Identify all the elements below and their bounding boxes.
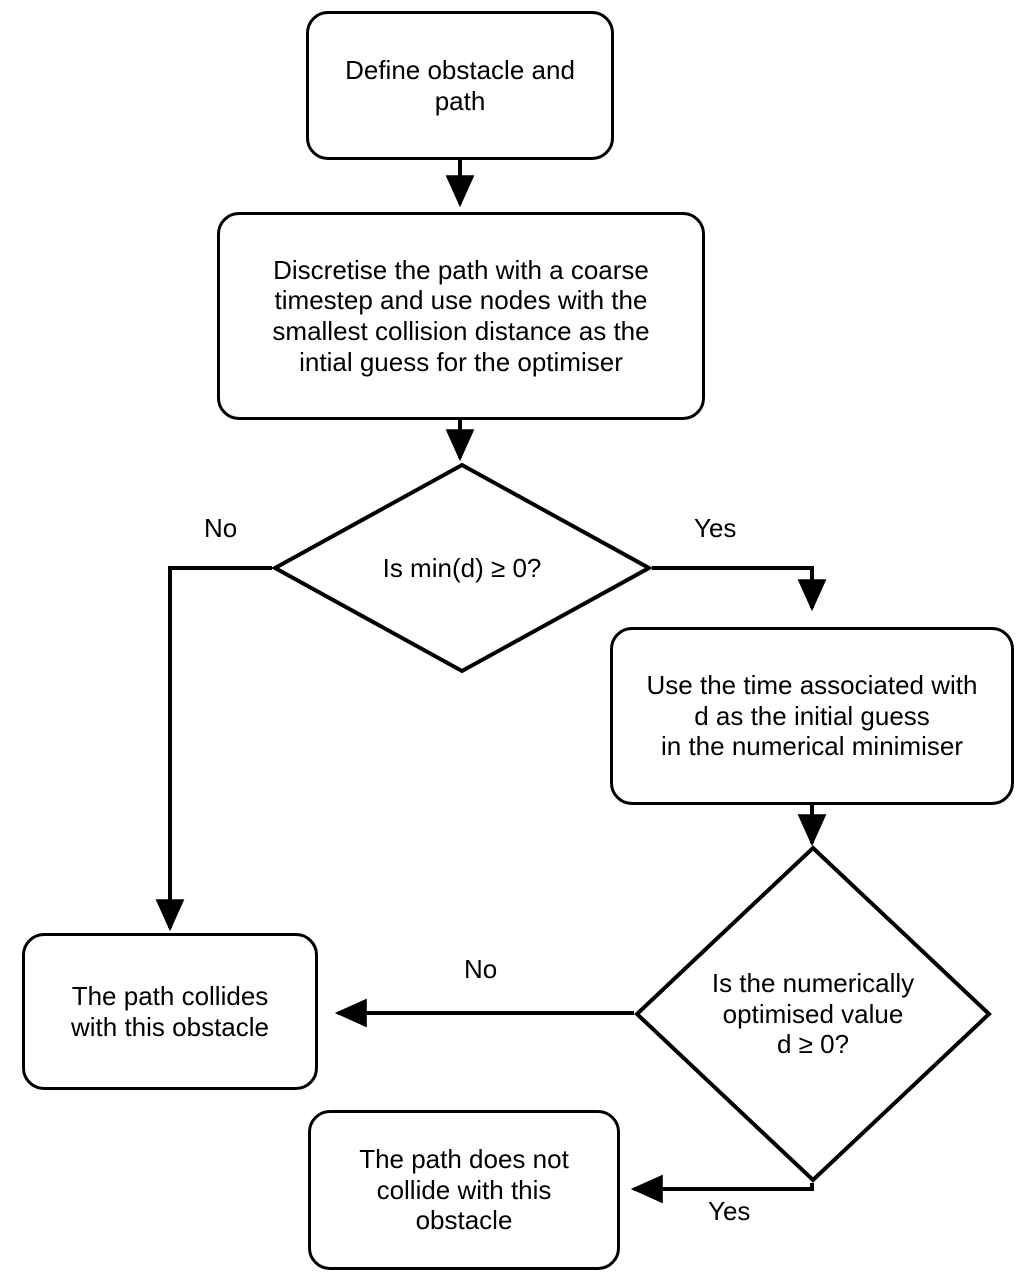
edge-label-decision2-yes: Yes bbox=[708, 1196, 750, 1227]
node-discretise-path: Discretise the path with a coarse timest… bbox=[217, 212, 705, 420]
node-path-does-not-collide-label: The path does not collide with this obst… bbox=[359, 1143, 569, 1236]
node-path-collides-label: The path collides with this obstacle bbox=[71, 980, 269, 1042]
edge-label-decision2-no: No bbox=[464, 954, 497, 985]
edge-label-decision1-no-text: No bbox=[204, 513, 238, 543]
node-define-obstacle-and-path: Define obstacle and path bbox=[306, 11, 614, 160]
node-discretise-path-label: Discretise the path with a coarse timest… bbox=[272, 254, 650, 377]
node-use-time-initial-guess: Use the time associated with d as the in… bbox=[610, 627, 1014, 805]
node-decision-is-min-d: Is min(d) ≥ 0? bbox=[270, 462, 654, 674]
edge-label-decision1-no: No bbox=[204, 513, 237, 544]
node-path-does-not-collide: The path does not collide with this obst… bbox=[308, 1110, 620, 1270]
edge-label-decision1-yes-text: Yes bbox=[694, 513, 737, 543]
node-use-time-initial-guess-label: Use the time associated with d as the in… bbox=[646, 669, 978, 762]
edge-decision1-yes bbox=[652, 566, 827, 612]
node-define-obstacle-and-path-label: Define obstacle and path bbox=[345, 54, 575, 116]
edge-label-decision2-yes-text: Yes bbox=[708, 1196, 751, 1226]
edge-label-decision1-yes: Yes bbox=[694, 513, 736, 544]
edge-decision1-no bbox=[155, 566, 272, 932]
edge-decision2-yes bbox=[630, 1174, 814, 1204]
node-decision-optimised-value: Is the numerically optimised value d ≥ 0… bbox=[634, 845, 992, 1183]
edge-label-decision2-no-text: No bbox=[464, 954, 498, 984]
node-path-collides: The path collides with this obstacle bbox=[22, 933, 318, 1090]
